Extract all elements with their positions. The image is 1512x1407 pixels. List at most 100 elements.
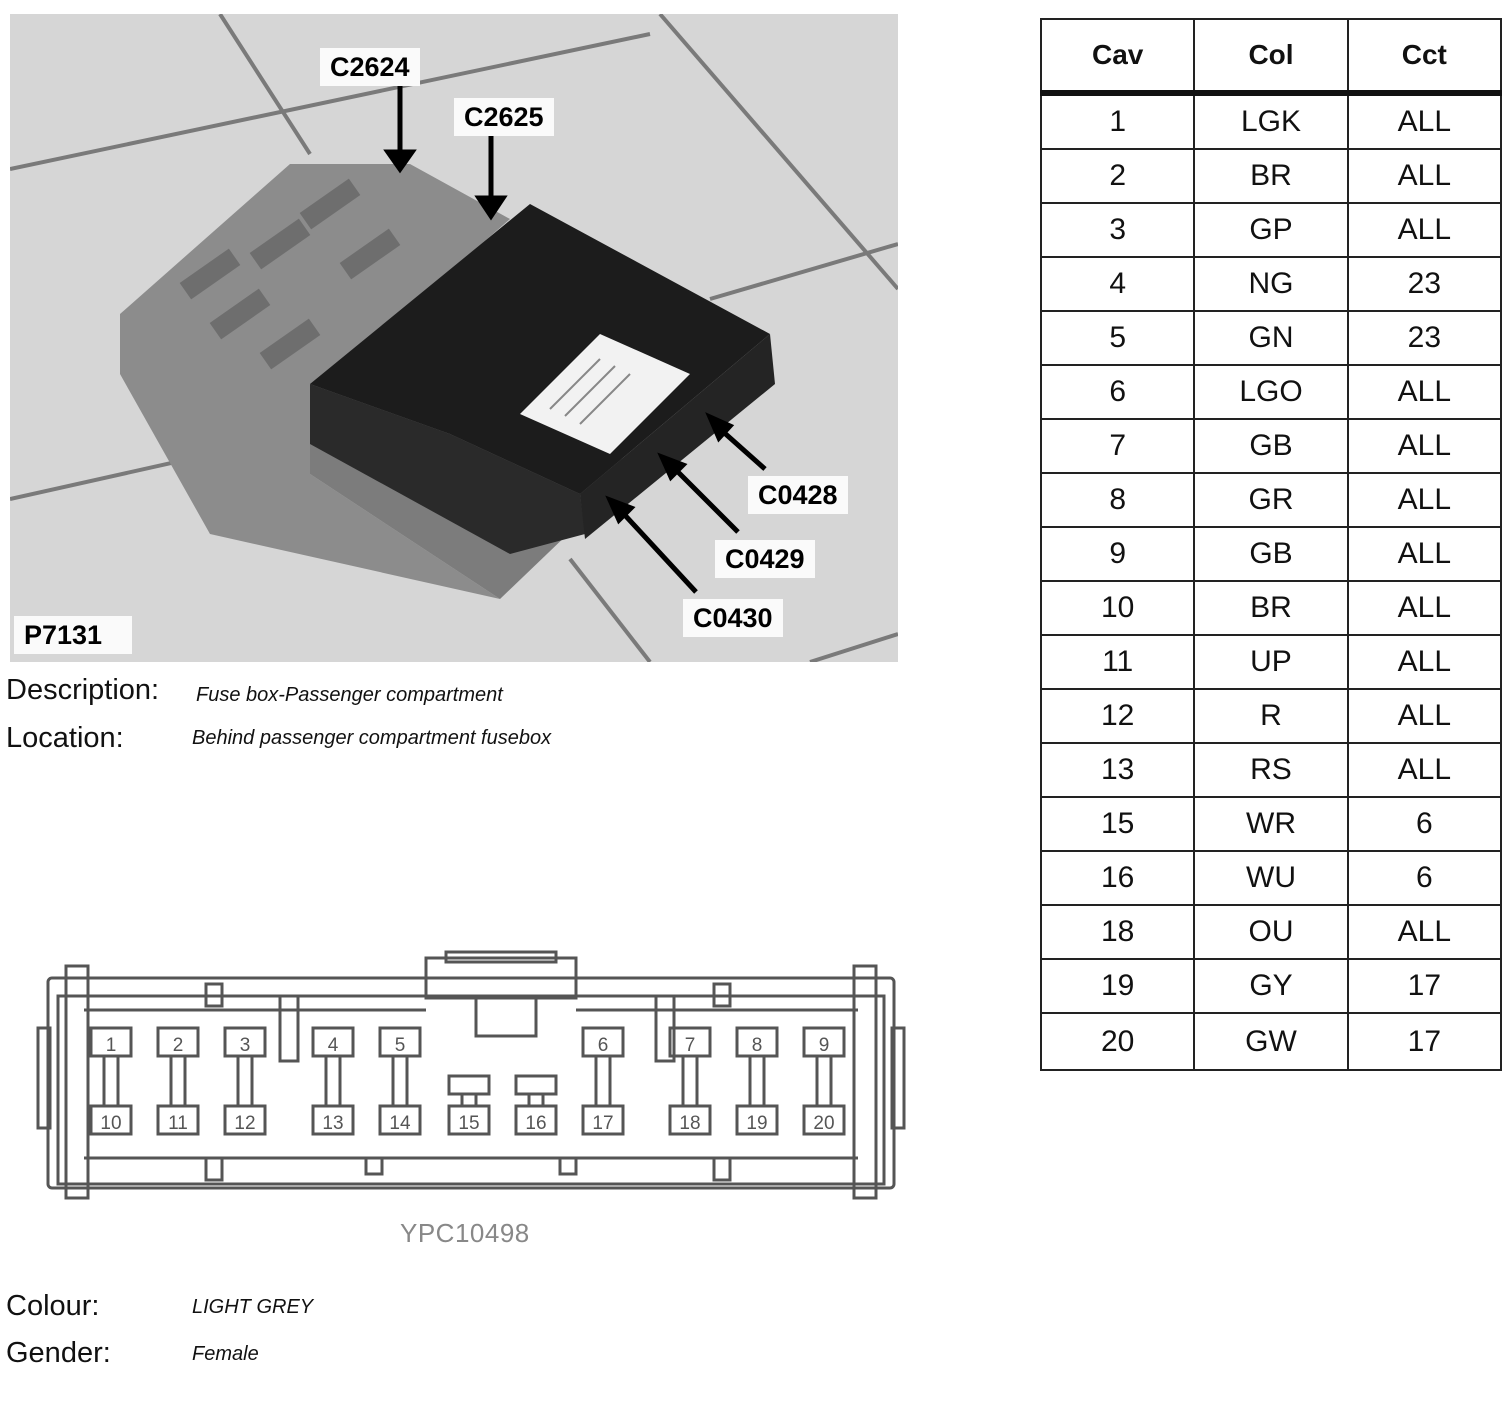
terminal-cavity — [391, 1054, 409, 1108]
cell-cct: ALL — [1346, 580, 1503, 636]
gender-label: Gender: — [6, 1337, 111, 1369]
connector-drawing-code: YPC10498 — [400, 1218, 530, 1248]
cell-cav: 15 — [1039, 796, 1196, 852]
pin-label: 9 — [819, 1035, 830, 1056]
cell-col: WU — [1193, 850, 1349, 906]
pin-label: 4 — [328, 1035, 339, 1056]
pin-label: 16 — [525, 1113, 546, 1134]
callout-c0428: C0428 — [748, 476, 848, 514]
callout-c2624: C2624 — [320, 48, 420, 86]
pin-label: 5 — [395, 1035, 406, 1056]
terminal-cavity — [447, 1074, 491, 1096]
cell-cct: 6 — [1346, 796, 1503, 852]
pin-label: 11 — [168, 1113, 188, 1134]
terminal-cavity — [236, 1054, 254, 1108]
pinout-header-row: Cav Col Cct — [1039, 18, 1503, 96]
colour-value: LIGHT GREY — [192, 1296, 314, 1318]
header-cav: Cav — [1039, 18, 1196, 96]
callout-c2625: C2625 — [454, 98, 554, 136]
cell-cct: 17 — [1346, 1012, 1503, 1071]
cell-cav: 5 — [1039, 310, 1196, 366]
connector-face-diagram: 1 2 3 4 5 6 7 8 9 10 11 12 13 14 15 16 1… — [36, 950, 906, 1200]
cell-col: RS — [1193, 742, 1349, 798]
pin-label: 17 — [592, 1113, 613, 1134]
terminal-cavity — [815, 1054, 833, 1108]
cell-col: R — [1193, 688, 1349, 744]
pin-label: 10 — [100, 1113, 121, 1134]
callout-c0429: C0429 — [715, 540, 815, 578]
cell-cct: 23 — [1346, 256, 1503, 312]
description-label: Description: — [6, 674, 160, 706]
cell-cav: 12 — [1039, 688, 1196, 744]
terminal-cavity — [169, 1054, 187, 1108]
cell-cav: 4 — [1039, 256, 1196, 312]
terminal-cavity — [460, 1092, 478, 1108]
cell-cav: 19 — [1039, 958, 1196, 1014]
cell-cav: 9 — [1039, 526, 1196, 582]
terminal-cavity — [681, 1054, 699, 1108]
cell-col: BR — [1193, 148, 1349, 204]
cell-cav: 1 — [1039, 92, 1196, 150]
cell-cct: ALL — [1346, 418, 1503, 474]
pin-label: 20 — [813, 1113, 834, 1134]
header-cct: Cct — [1346, 18, 1503, 96]
terminal-cavity — [735, 1104, 779, 1136]
pin-label: 15 — [458, 1113, 479, 1134]
cell-cct: ALL — [1346, 742, 1503, 798]
cell-col: GB — [1193, 526, 1349, 582]
cell-col: GR — [1193, 472, 1349, 528]
terminal-cavity — [156, 1104, 200, 1136]
cell-cct: 17 — [1346, 958, 1503, 1014]
cell-cav: 11 — [1039, 634, 1196, 690]
cell-cav: 3 — [1039, 202, 1196, 258]
cell-cct: ALL — [1346, 202, 1503, 258]
cell-col: OU — [1193, 904, 1349, 960]
cell-cav: 8 — [1039, 472, 1196, 528]
cell-cct: ALL — [1346, 904, 1503, 960]
terminal-cavity — [324, 1054, 342, 1108]
cell-col: LGK — [1193, 92, 1349, 150]
cell-cav: 6 — [1039, 364, 1196, 420]
callout-c0430: C0430 — [683, 599, 783, 637]
fusebox-photo: C2624 C2625 C0428 C0429 C0430 P7131 — [10, 14, 898, 662]
cell-cct: ALL — [1346, 92, 1503, 150]
cell-col: WR — [1193, 796, 1349, 852]
cell-cav: 18 — [1039, 904, 1196, 960]
colour-label: Colour: — [6, 1290, 100, 1322]
cell-cct: ALL — [1346, 364, 1503, 420]
terminal-cavity — [581, 1104, 625, 1136]
terminal-cavity — [223, 1104, 267, 1136]
terminal-cavity — [748, 1054, 766, 1108]
terminal-cavity — [102, 1054, 120, 1108]
cell-cav: 10 — [1039, 580, 1196, 636]
photo-ref: P7131 — [14, 616, 133, 654]
pin-label: 18 — [679, 1113, 700, 1134]
pin-label: 7 — [685, 1035, 696, 1056]
terminal-cavity — [514, 1074, 558, 1096]
pin-label: 14 — [389, 1113, 411, 1134]
cell-cct: 23 — [1346, 310, 1503, 366]
location-value: Behind passenger compartment fusebox — [192, 727, 552, 749]
cell-cct: ALL — [1346, 472, 1503, 528]
pin-label: 2 — [173, 1035, 184, 1056]
terminal-cavity — [802, 1104, 846, 1136]
pin-label: 8 — [752, 1035, 763, 1056]
header-col: Col — [1193, 18, 1349, 96]
cell-col: GY — [1193, 958, 1349, 1014]
terminal-cavity — [311, 1104, 355, 1136]
cell-cct: ALL — [1346, 688, 1503, 744]
location-label: Location: — [6, 722, 124, 754]
terminal-cavity — [594, 1054, 612, 1108]
cell-col: GB — [1193, 418, 1349, 474]
